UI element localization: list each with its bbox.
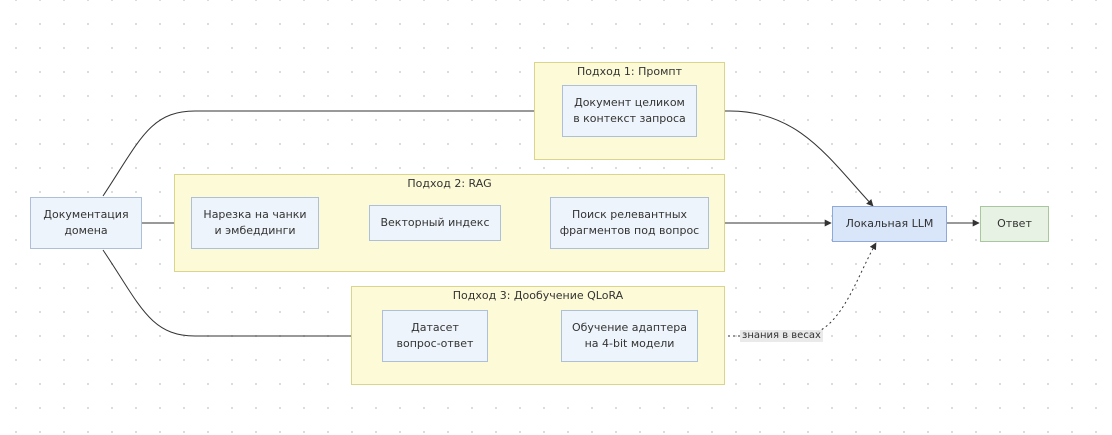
edge-whole-doc-to-llm xyxy=(697,110,874,207)
edge-docs-to-dataset xyxy=(102,249,382,340)
node-whole-document[interactable]: Документ целиком в контекст запроса xyxy=(562,85,697,137)
node-local-llm[interactable]: Локальная LLM xyxy=(832,206,947,242)
node-chunking[interactable]: Нарезка на чанки и эмбеддинги xyxy=(191,197,319,249)
node-dataset[interactable]: Датасет вопрос-ответ xyxy=(382,310,488,362)
group-prompt-title: Подход 1: Промпт xyxy=(576,65,683,78)
node-adapter-training[interactable]: Обучение адаптера на 4-bit модели xyxy=(561,310,698,362)
edge-label-knowledge-in-weights: знания в весах xyxy=(740,330,823,342)
group-qlora-title: Подход 3: Дообучение QLoRA xyxy=(452,289,624,302)
node-vector-index[interactable]: Векторный индекс xyxy=(369,205,501,241)
group-rag-title: Подход 2: RAG xyxy=(407,177,492,190)
node-search[interactable]: Поиск релевантных фрагментов под вопрос xyxy=(550,197,709,249)
edge-docs-to-whole-doc xyxy=(102,107,563,197)
node-domain-docs[interactable]: Документация домена xyxy=(30,197,142,249)
node-answer[interactable]: Ответ xyxy=(980,206,1049,242)
